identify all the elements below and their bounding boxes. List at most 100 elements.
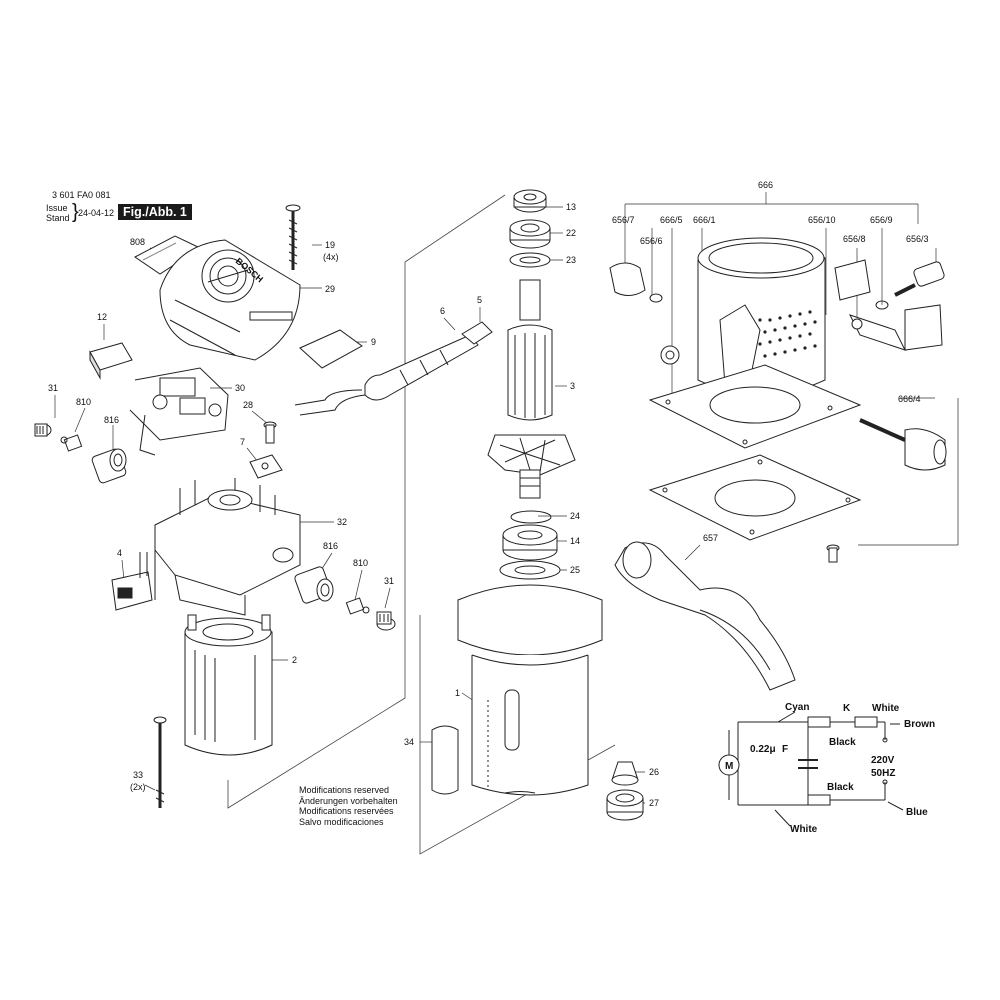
callout-13: 13	[566, 202, 576, 212]
part-31-brush-cap-left	[34, 423, 52, 437]
callout-656-8: 656/8	[843, 234, 866, 244]
callout-656-10: 656/10	[808, 215, 836, 225]
wire-white-top: White	[872, 703, 900, 714]
part-656-10-bracket	[849, 314, 906, 351]
part-3-armature	[487, 279, 576, 499]
callout-33: 33	[133, 770, 143, 780]
part-6-cable-sleeve	[294, 334, 479, 416]
wire-cyan: Cyan	[785, 702, 809, 713]
callout-9: 9	[371, 337, 376, 347]
callout-656-3: 656/3	[906, 234, 929, 244]
part-25-plate	[499, 560, 561, 580]
part-base-screw	[826, 544, 840, 563]
switch-k: K	[843, 703, 851, 714]
part-31-brush-cap-right	[376, 611, 396, 631]
callout-19-qty: (4x)	[323, 252, 339, 262]
callout-4: 4	[117, 548, 122, 558]
part-2-stator	[184, 614, 273, 756]
part-27-nut	[606, 789, 644, 821]
issue-date: 24-04-12	[78, 208, 115, 218]
callout-25: 25	[570, 565, 580, 575]
callout-810-left: 810	[76, 397, 91, 407]
callout-34: 34	[404, 737, 414, 747]
note-line-es: Salvo modificaciones	[299, 816, 384, 827]
wire-black-2: Black	[827, 782, 854, 793]
callout-816-left: 816	[104, 415, 119, 425]
frequency-label: 50HZ	[871, 768, 895, 779]
part-28-screw	[263, 421, 277, 444]
modifications-note: Modifications reserved Änderungen vorbeh…	[299, 785, 398, 827]
note-line-fr: Modifications reservées	[299, 806, 394, 816]
callout-22: 22	[566, 228, 576, 238]
callout-23: 23	[566, 255, 576, 265]
wiring-diagram	[718, 711, 904, 827]
issue-label: Issue	[46, 203, 68, 213]
callout-31-right: 31	[384, 576, 394, 586]
part-656-7-knob	[609, 262, 646, 296]
part-9-label-sheet	[299, 329, 363, 369]
callout-656-7: 656/7	[612, 215, 635, 225]
voltage-label: 220V	[871, 755, 895, 766]
part-666-5-gear	[660, 345, 680, 365]
callout-808: 808	[130, 237, 145, 247]
callout-24: 24	[570, 511, 580, 521]
callout-6: 6	[440, 306, 445, 316]
part-1-motor-housing	[457, 584, 603, 796]
part-26-collet	[611, 761, 639, 786]
stand-label: Stand	[46, 213, 70, 223]
callout-14: 14	[570, 536, 580, 546]
part-666-base-plate	[648, 454, 862, 541]
callout-33-qty: (2x)	[130, 782, 146, 792]
callout-30: 30	[235, 383, 245, 393]
wire-brown: Brown	[904, 719, 935, 730]
part-666-4-knob	[859, 418, 947, 471]
callout-31-left: 31	[48, 383, 58, 393]
callout-657: 657	[703, 533, 718, 543]
callout-666-5: 666/5	[660, 215, 683, 225]
part-14-bearing	[502, 524, 558, 561]
note-line-en: Modifications reserved	[299, 785, 390, 795]
part-657-dust-adapter	[614, 541, 796, 691]
wire-blue: Blue	[906, 807, 928, 818]
part-number: 3 601 FA0 081	[52, 190, 111, 200]
part-19-screw	[285, 204, 301, 270]
issue-brace: }	[72, 201, 79, 223]
callout-816-right: 816	[323, 541, 338, 551]
callout-5: 5	[477, 295, 482, 305]
callout-3: 3	[570, 381, 575, 391]
part-23-ring	[509, 252, 551, 268]
part-4-switch	[111, 548, 156, 611]
part-810-carbon-brush-left	[60, 434, 83, 452]
part-12-carbon-block	[89, 342, 133, 380]
callout-666: 666	[758, 180, 773, 190]
part-810-carbon-brush-right	[345, 597, 370, 615]
part-22-ball-bearing	[509, 219, 551, 249]
callout-19: 19	[325, 240, 335, 250]
part-7-clamp	[249, 454, 283, 479]
part-816-brush-holder-left	[91, 448, 127, 484]
callout-1: 1	[455, 688, 460, 698]
callout-29: 29	[325, 284, 335, 294]
wiring-labels: Cyan K White Brown M 0.22μ F Black Black…	[725, 702, 935, 835]
capacitor-unit: F	[782, 744, 788, 755]
callout-666-1: 666/1	[693, 215, 716, 225]
callout-32: 32	[337, 517, 347, 527]
callout-26: 26	[649, 767, 659, 777]
part-24-circlip	[510, 510, 552, 524]
figure-label: Fig./Abb. 1	[118, 204, 192, 220]
wire-black-1: Black	[829, 737, 856, 748]
callout-27: 27	[649, 798, 659, 808]
callout-656-9: 656/9	[870, 215, 893, 225]
wire-white-bottom: White	[790, 824, 818, 835]
motor-symbol: M	[725, 761, 733, 772]
part-666-base-assembly	[648, 237, 862, 449]
part-656-plate-right	[904, 304, 943, 351]
callout-28: 28	[243, 400, 253, 410]
part-656-6-washer	[649, 293, 663, 303]
part-656-8-plate	[834, 259, 871, 301]
part-656-3-knob-screw	[894, 261, 945, 297]
capacitor-value: 0.22μ	[750, 744, 776, 755]
note-line-de: Änderungen vorbehalten	[299, 795, 398, 806]
part-33-long-screw	[153, 716, 167, 808]
part-656-9-ring	[875, 300, 889, 310]
